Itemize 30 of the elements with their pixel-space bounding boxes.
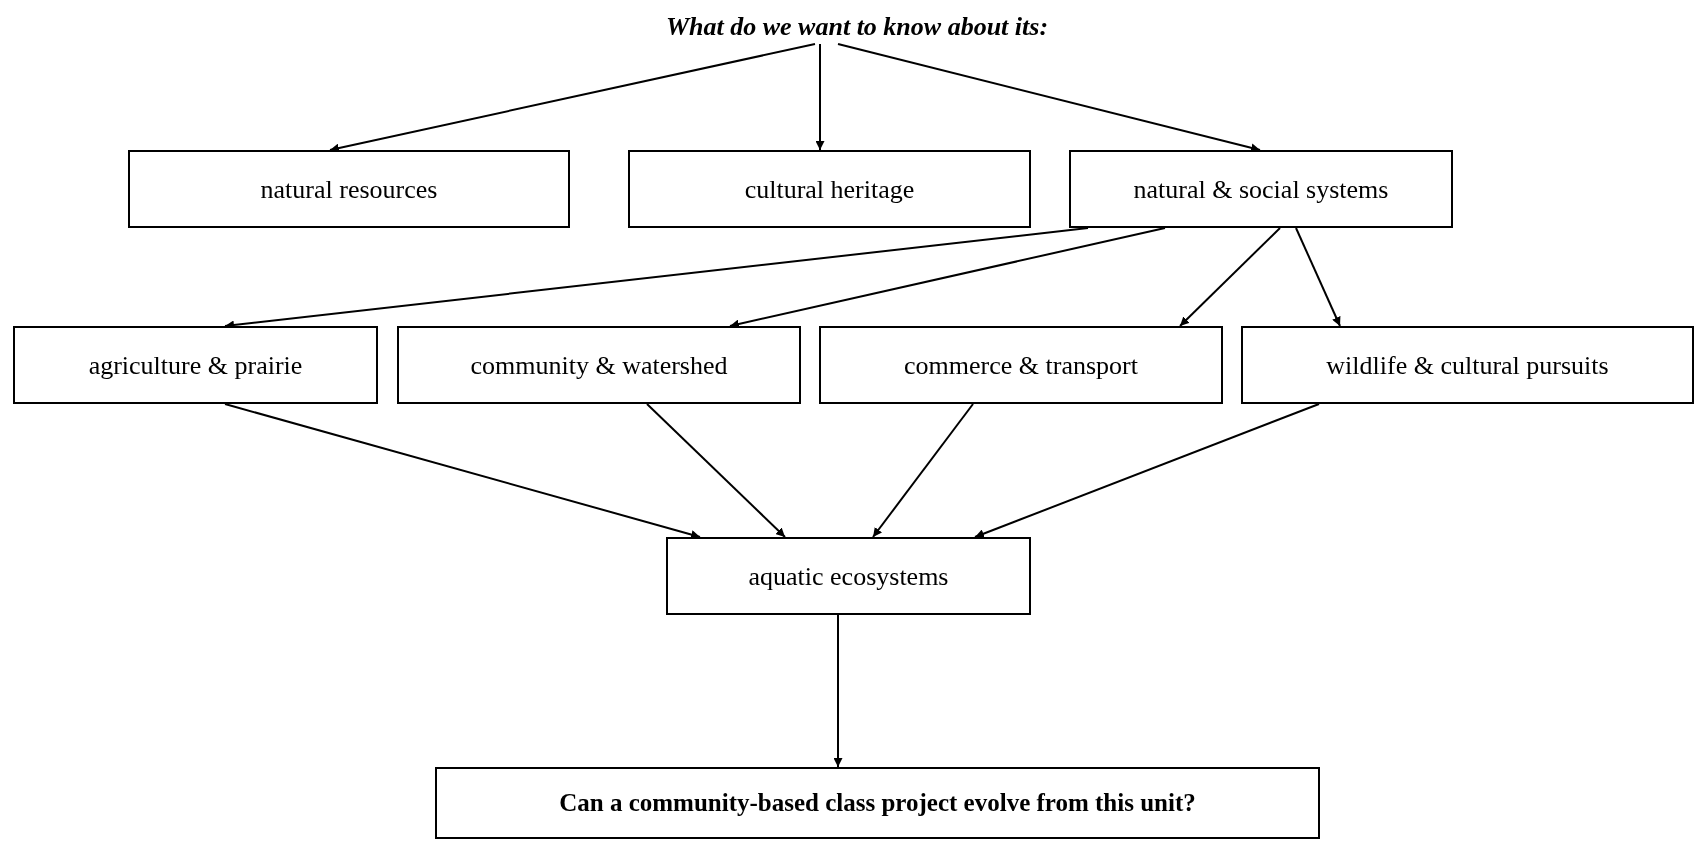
arrow — [224, 403, 701, 539]
arrow — [837, 43, 1261, 153]
arrow — [815, 43, 825, 151]
topic-label: community & watershed — [470, 349, 728, 382]
topic-label: wildlife & cultural pursuits — [1326, 349, 1609, 382]
topic-label: natural resources — [260, 173, 438, 206]
topic-label: commerce & transport — [904, 349, 1138, 382]
question-text: Can a community-based class project evolve from this unit? — [559, 788, 1196, 819]
arrow — [872, 403, 974, 538]
arrow — [1295, 227, 1341, 327]
topic-box — [13, 326, 378, 404]
topic-box — [628, 150, 1031, 228]
topic-label: natural & social systems — [1133, 173, 1389, 206]
topic-label: aquatic ecosystems — [748, 560, 949, 593]
topic-label: cultural heritage — [744, 173, 915, 206]
topic-box — [1069, 150, 1453, 228]
question-box — [435, 767, 1320, 839]
topic-box — [1241, 326, 1694, 404]
arrow — [729, 227, 1166, 329]
topic-box — [819, 326, 1223, 404]
arrow — [974, 403, 1320, 538]
topic-box — [128, 150, 570, 228]
arrow — [1179, 227, 1281, 327]
arrow — [329, 43, 816, 153]
topic-label: agriculture & prairie — [88, 349, 303, 382]
topic-box — [397, 326, 801, 404]
arrow — [646, 403, 786, 538]
topic-box — [666, 537, 1031, 615]
arrow — [833, 614, 843, 768]
heading-text: What do we want to know about its: — [665, 10, 1049, 43]
